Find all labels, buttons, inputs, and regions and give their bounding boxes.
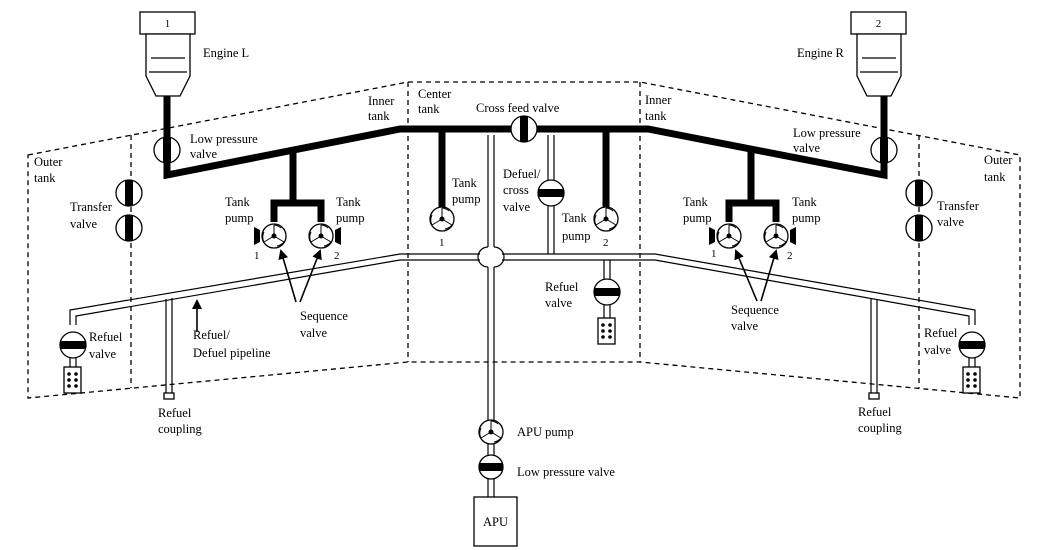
refuel-defuel-pipeline-label-1: Refuel/ — [193, 328, 230, 342]
engine-left-nacelle — [145, 33, 191, 97]
low-pressure-valve-right-label-1: Low pressure — [793, 126, 861, 140]
cross-feed-valve-label: Cross feed valve — [476, 101, 560, 115]
defuel-cross-valve-label-3: valve — [503, 200, 531, 214]
tank-pump-right-1-number: 1 — [711, 248, 717, 260]
inner-tank-left-label-2: tank — [368, 109, 390, 123]
low-pressure-valve-left-label-2: valve — [190, 147, 218, 161]
sequence-valve-left-label-2: valve — [300, 326, 328, 340]
tank-pump-right-1 — [709, 223, 742, 249]
tank-pump-left-2-number: 2 — [334, 250, 340, 262]
tank-pump-left-2-label-2: pump — [336, 211, 364, 225]
transfer-valve-right-label-2: valve — [937, 215, 965, 229]
transfer-valve-left-label-2: valve — [70, 217, 98, 231]
outer-tank-right-label-2: tank — [984, 170, 1006, 184]
right-pump-manifold — [725, 199, 780, 222]
refuel-coupling-left — [163, 392, 175, 400]
arrows — [192, 249, 779, 332]
wing-outline — [27, 81, 1021, 399]
tank-pump-right-1-label-1: Tank — [683, 195, 709, 209]
center-tank-label-1: Center — [418, 87, 452, 101]
low-pressure-valve-right-label-2: valve — [793, 141, 821, 155]
center-tank-label-2: tank — [418, 102, 440, 116]
labels: Inner tank Center tank Cross feed valve … — [34, 87, 1013, 479]
engine-right-label: Engine R — [797, 46, 845, 60]
apu-low-pressure-valve-label: Low pressure valve — [517, 465, 615, 479]
refuel-defuel-pipeline — [69, 135, 976, 497]
refuel-valve-left — [59, 331, 87, 394]
inner-tank-right-label-1: Inner — [645, 93, 672, 107]
refuel-valve-left-label-1: Refuel — [89, 330, 123, 344]
refuel-defuel-pipeline-label-2: Defuel pipeline — [193, 346, 271, 360]
engine-right-nacelle — [856, 33, 902, 97]
outer-tank-left-label-2: tank — [34, 171, 56, 185]
center-tank-pump-1-label-1: Tank — [452, 176, 478, 190]
refuel-coupling-right-label-1: Refuel — [858, 405, 892, 419]
apu-pump-label: APU pump — [517, 425, 574, 439]
refuel-valve-right — [958, 331, 986, 394]
defuel-cross-valve-label-2: cross — [503, 183, 529, 197]
center-tank-pump-2 — [593, 206, 619, 232]
refuel-valve-center-label-2: valve — [545, 296, 573, 310]
refuel-valve-left-label-2: valve — [89, 347, 117, 361]
tank-pump-left-1-label-2: pump — [225, 211, 253, 225]
center-tank-pump-1-label-2: pump — [452, 192, 480, 206]
apu-low-pressure-valve — [478, 454, 504, 480]
sequence-valve-left-label-1: Sequence — [300, 309, 348, 323]
outer-tank-right-label-1: Outer — [984, 153, 1013, 167]
center-tank-pump-2-label-2: pump — [562, 229, 590, 243]
refuel-valve-right-label-2: valve — [924, 343, 952, 357]
low-pressure-valve-left-label-1: Low pressure — [190, 132, 258, 146]
center-tank-pump-2-number: 2 — [603, 237, 609, 249]
engine-left: 1 Engine L — [139, 11, 249, 97]
pumps — [254, 206, 796, 445]
tank-pump-left-1-number: 1 — [254, 250, 260, 262]
apu-pump — [478, 419, 504, 445]
engine-right: 2 Engine R — [797, 11, 907, 97]
refuel-valve-right-label-1: Refuel — [924, 326, 958, 340]
tank-pump-right-1-label-2: pump — [683, 211, 711, 225]
center-tank-pump-1-number: 1 — [439, 237, 445, 249]
low-pressure-valve-left — [153, 136, 181, 164]
valves — [59, 115, 986, 480]
refuel-valve-center-label-1: Refuel — [545, 280, 579, 294]
transfer-valve-right-label-1: Transfer — [937, 199, 980, 213]
refuel-coupling-left-label-1: Refuel — [158, 406, 192, 420]
outer-tank-left-label-1: Outer — [34, 155, 63, 169]
sequence-valve-right-label-2: valve — [731, 319, 759, 333]
engine-left-label: Engine L — [203, 46, 249, 60]
inner-tank-left-label-1: Inner — [368, 94, 395, 108]
defuel-cross-valve-label-1: Defuel/ — [503, 167, 541, 181]
sequence-valve-right-label-1: Sequence — [731, 303, 779, 317]
tank-pump-right-2-label-2: pump — [792, 211, 820, 225]
inner-tank-right-label-2: tank — [645, 109, 667, 123]
center-tank-pump-2-label-1: Tank — [562, 211, 588, 225]
refuel-coupling-left-label-2: coupling — [158, 422, 202, 436]
center-tank-pump-1 — [429, 206, 455, 232]
apu-label: APU — [483, 515, 508, 529]
cross-feed-valve — [510, 115, 538, 143]
tank-pump-left-1-label-1: Tank — [225, 195, 251, 209]
low-pressure-valve-right — [870, 136, 898, 164]
tank-pump-left-2-label-1: Tank — [336, 195, 362, 209]
tank-pump-left-2 — [308, 223, 341, 249]
transfer-valve-right — [905, 179, 933, 242]
defuel-cross-valve — [537, 179, 565, 207]
refuel-valve-center — [593, 278, 621, 345]
refuel-coupling-right-label-2: coupling — [858, 421, 902, 435]
refuel-coupling-right — [868, 392, 880, 400]
apu-unit: APU — [473, 496, 518, 547]
tank-pump-left-1 — [254, 223, 287, 249]
tank-pump-right-2 — [763, 223, 796, 249]
tank-pump-right-2-label-1: Tank — [792, 195, 818, 209]
engine-left-number: 1 — [165, 18, 171, 30]
transfer-valve-left — [115, 179, 143, 242]
tank-pump-right-2-number: 2 — [787, 250, 793, 262]
transfer-valve-left-label-1: Transfer — [70, 200, 113, 214]
engine-right-number: 2 — [876, 18, 882, 30]
left-pump-manifold — [270, 199, 325, 222]
